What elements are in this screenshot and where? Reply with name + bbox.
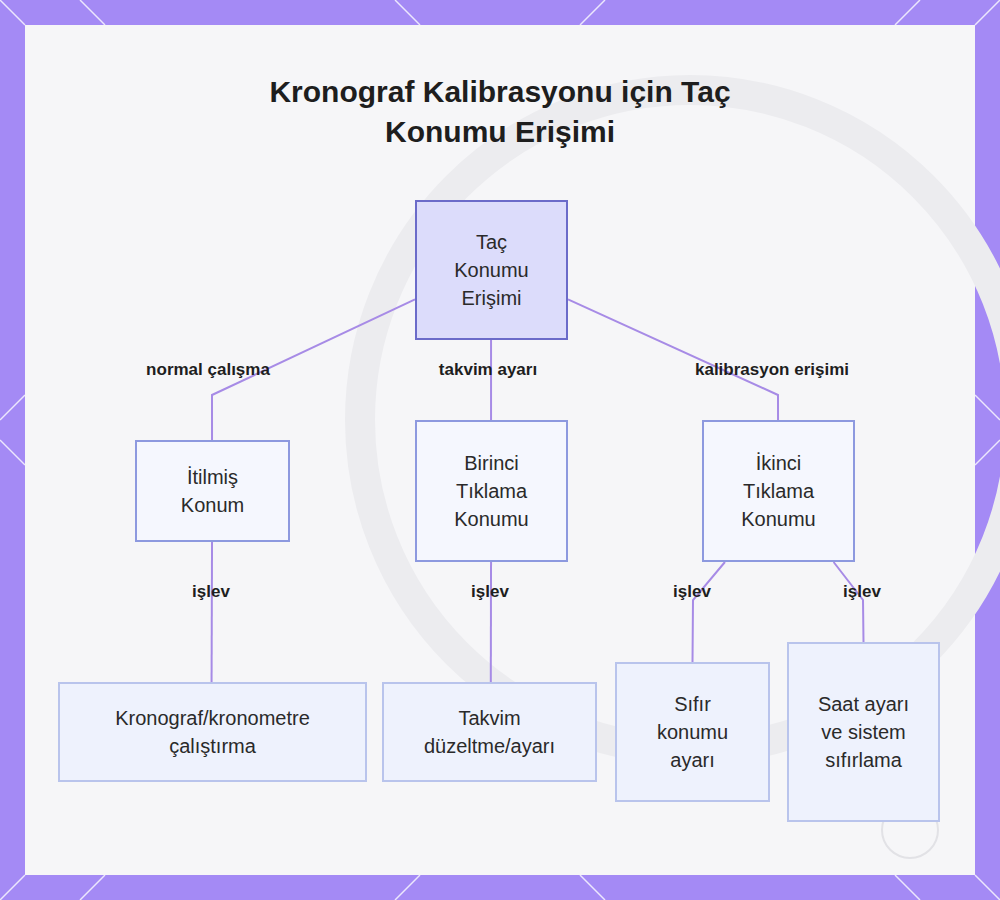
connector-line xyxy=(568,299,778,420)
connector-line xyxy=(490,562,492,682)
process-box: İtilmiş Konum xyxy=(135,440,290,542)
edge-label: işlev xyxy=(471,582,509,602)
process-box: Takvim düzeltme/ayarı xyxy=(382,682,597,782)
edge-label: işlev xyxy=(673,582,711,602)
process-box: Saat ayarı ve sistem sıfırlama xyxy=(787,642,940,822)
process-box: Kronograf/kronometre çalıştırma xyxy=(58,682,367,782)
node-label: İtilmiş Konum xyxy=(167,463,259,519)
process-box: Taç Konumu Erişimi xyxy=(415,200,568,340)
connector-line xyxy=(490,340,492,420)
edge-label: normal çalışma xyxy=(146,360,270,380)
node-label: Sıfır konumu ayarı xyxy=(649,690,737,774)
connector-line xyxy=(834,562,864,642)
edge-label: takvim ayarı xyxy=(439,360,537,380)
edge-label: işlev xyxy=(843,582,881,602)
process-box: İkinci Tıklama Konumu xyxy=(702,420,855,562)
node-label: Saat ayarı ve sistem sıfırlama xyxy=(808,690,920,774)
node-label: Birinci Tıklama Konumu xyxy=(442,449,542,533)
edge-label: kalibrasyon erişimi xyxy=(695,360,849,380)
node-label: Kronograf/kronometre çalıştırma xyxy=(78,704,348,760)
node-label: Takvim düzeltme/ayarı xyxy=(410,704,570,760)
node-label: Taç Konumu Erişimi xyxy=(450,228,534,312)
connector-line xyxy=(693,562,725,662)
process-box: Sıfır konumu ayarı xyxy=(615,662,770,802)
connector-line xyxy=(211,542,213,682)
diagram-title: Kronograf Kalibrasyonu için Taç Konumu E… xyxy=(210,72,790,152)
process-box: Birinci Tıklama Konumu xyxy=(415,420,568,562)
node-label: İkinci Tıklama Konumu xyxy=(729,449,829,533)
edge-label: işlev xyxy=(192,582,230,602)
